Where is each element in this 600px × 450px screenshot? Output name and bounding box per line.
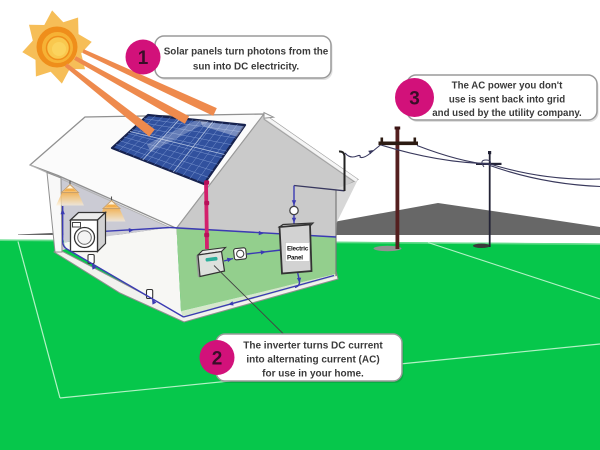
svg-text:The inverter turns DC current: The inverter turns DC current [243, 340, 383, 351]
svg-text:for use in your home.: for use in your home. [262, 369, 364, 380]
svg-text:2: 2 [212, 349, 223, 370]
svg-text:and used by the utility compan: and used by the utility company. [432, 108, 582, 119]
svg-text:sun into DC electricity.: sun into DC electricity. [193, 62, 300, 73]
svg-text:3: 3 [409, 89, 420, 110]
svg-text:into alternating current (AC): into alternating current (AC) [246, 355, 379, 366]
svg-text:use is sent back into grid: use is sent back into grid [449, 94, 565, 105]
svg-text:Electric: Electric [287, 246, 309, 253]
svg-text:1: 1 [138, 48, 149, 69]
svg-text:Solar panels turn photons from: Solar panels turn photons from the [164, 47, 329, 58]
svg-text:The AC power you don't: The AC power you don't [452, 81, 563, 92]
svg-text:Panel: Panel [287, 255, 303, 262]
